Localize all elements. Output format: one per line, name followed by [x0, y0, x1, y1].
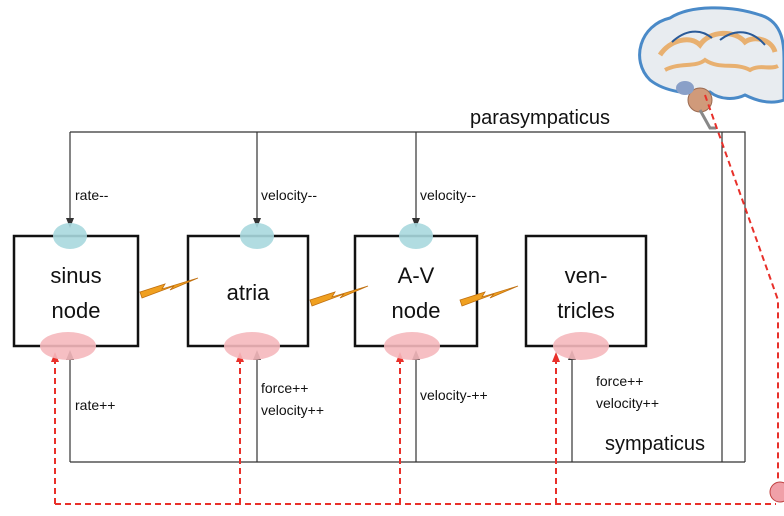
node-box-av [353, 234, 479, 348]
symp-effect-sinus: rate++ [75, 397, 115, 413]
symp-effect-av: velocity-++ [420, 387, 488, 403]
node-box-atria [186, 234, 310, 348]
sympathetic-arrowheads [66, 350, 576, 360]
node-label-sinus-line2: node [52, 298, 101, 323]
node-box-ventricles [524, 234, 648, 348]
parasympathetic-pathway [69, 131, 746, 462]
parasympathetic-sites [53, 223, 433, 249]
sympathetic-sites [40, 332, 609, 360]
adrenal-gland-icon [769, 481, 784, 503]
node-label-ventricles-line2: tricles [557, 298, 614, 323]
node-label-sinus-line1: sinus [50, 263, 101, 288]
node-label-ventricles-line1: ven- [565, 263, 608, 288]
node-label-av-line2: node [392, 298, 441, 323]
para-effect-atria: velocity-- [261, 187, 317, 203]
symp-effect-ventricles-line1: force++ [596, 373, 643, 389]
symp-effect-atria-line2: velocity++ [261, 402, 324, 418]
conduction-bolt-icon [139, 277, 519, 307]
node-box-sinus [12, 234, 140, 348]
humoral-pathway [54, 94, 779, 505]
sympathetic-label: sympaticus [605, 433, 705, 455]
parasympathetic-label: parasympaticus [470, 107, 610, 129]
brain-icon [638, 6, 784, 130]
para-effect-av: velocity-- [420, 187, 476, 203]
para-effect-sinus: rate-- [75, 187, 109, 203]
humoral-arrowheads [51, 352, 560, 362]
parasympathetic-arrowheads [66, 218, 420, 228]
symp-effect-atria-line1: force++ [261, 380, 308, 396]
node-label-av-line1: A-V [398, 263, 435, 288]
node-label-atria: atria [227, 280, 271, 305]
symp-effect-ventricles-line2: velocity++ [596, 395, 659, 411]
sympathetic-pathway [69, 352, 745, 463]
node-boxes [12, 234, 648, 348]
